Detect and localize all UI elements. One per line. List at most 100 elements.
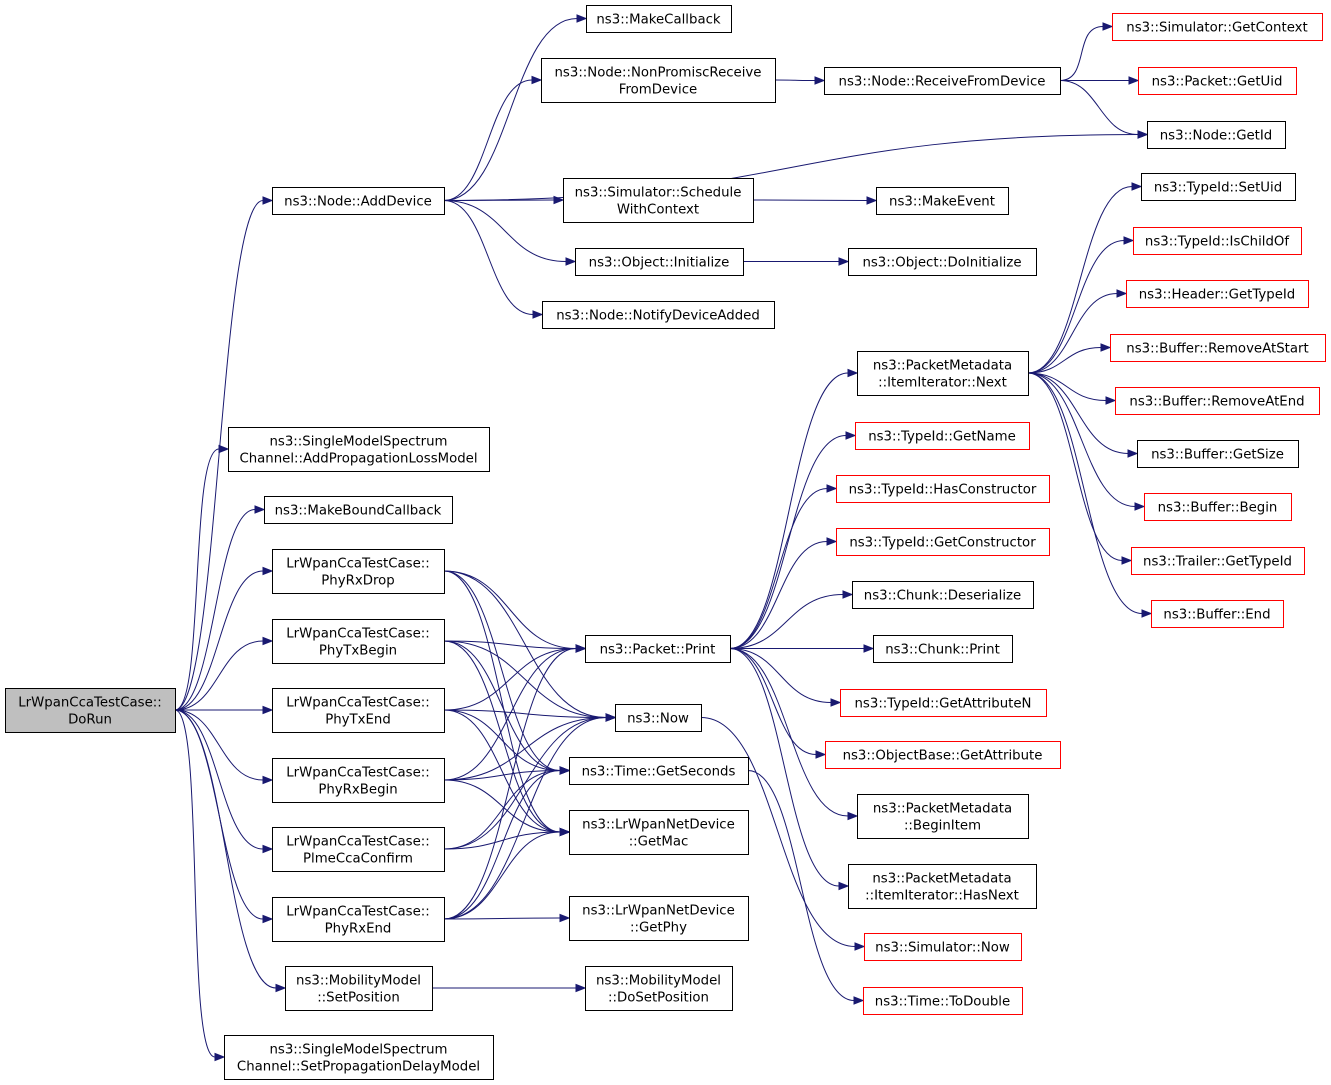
- arrowhead-icon: [565, 257, 577, 266]
- node-receivefromdevice[interactable]: ns3::Node::ReceiveFromDevice: [824, 67, 1061, 95]
- node-bufferbegin[interactable]: ns3::Buffer::Begin: [1144, 493, 1292, 521]
- node-pmbeginitem[interactable]: ns3::PacketMetadata::BeginItem: [857, 794, 1029, 839]
- node-label: ns3::TypeId::GetAttributeN: [855, 697, 1032, 712]
- node-chunkdeser[interactable]: ns3::Chunk::Deserialize: [852, 581, 1034, 609]
- node-removeatend[interactable]: ns3::Buffer::RemoveAtEnd: [1115, 387, 1320, 415]
- node-label: DoRun: [68, 713, 112, 728]
- node-simnow[interactable]: ns3::Simulator::Now: [864, 933, 1022, 961]
- node-plmecca[interactable]: LrWpanCcaTestCase::PlmeCcaConfirm: [272, 827, 445, 872]
- call-edge-phyrxend-to-getphy: [443, 913, 571, 923]
- call-edge-adddevice-to-nodegetid: [443, 130, 1149, 201]
- call-edge-dorun-to-phyrxend: [174, 709, 274, 924]
- node-packetgetuid[interactable]: ns3::Packet::GetUid: [1138, 67, 1297, 95]
- arrowhead-icon: [262, 775, 274, 785]
- edge-line: [174, 709, 264, 781]
- node-phyrxend[interactable]: LrWpanCcaTestCase::PhyRxEnd: [272, 897, 445, 942]
- node-box: [585, 966, 733, 1011]
- node-box: [224, 1035, 494, 1080]
- edge-line: [729, 648, 817, 755]
- arrowhead-icon: [1123, 236, 1135, 245]
- node-todouble[interactable]: ns3::Time::ToDouble: [863, 987, 1023, 1015]
- arrowhead-icon: [826, 537, 838, 546]
- call-edge-packetprint-to-getconstructor: [729, 537, 838, 649]
- node-box: [569, 896, 749, 941]
- arrowhead-icon: [262, 705, 274, 715]
- node-notifydeviceadded[interactable]: ns3::Node::NotifyDeviceAdded: [542, 301, 775, 329]
- node-objinitialize[interactable]: ns3::Object::Initialize: [575, 248, 744, 276]
- node-getmac[interactable]: ns3::LrWpanNetDevice::GetMac: [569, 810, 749, 855]
- node-makeboundcallback[interactable]: ns3::MakeBoundCallback: [264, 496, 453, 524]
- arrowhead-icon: [262, 566, 274, 576]
- call-edge-packetprint-to-objbasegetattr: [729, 648, 827, 759]
- node-box: [228, 427, 490, 472]
- node-ischildof[interactable]: ns3::TypeId::IsChildOf: [1133, 227, 1302, 255]
- node-now[interactable]: ns3::Now: [615, 704, 702, 732]
- node-setuid[interactable]: ns3::TypeId::SetUid: [1141, 173, 1296, 201]
- edge-line: [1027, 186, 1133, 374]
- node-dosetposition[interactable]: ns3::MobilityModel::DoSetPosition: [585, 966, 733, 1011]
- node-objdoinitialize[interactable]: ns3::Object::DoInitialize: [848, 248, 1037, 276]
- node-buffergetsize[interactable]: ns3::Buffer::GetSize: [1137, 440, 1299, 468]
- node-box: [836, 528, 1050, 556]
- edge-line: [174, 709, 277, 989]
- node-phytxend[interactable]: LrWpanCcaTestCase::PhyTxEnd: [272, 688, 445, 733]
- node-getconstructor[interactable]: ns3::TypeId::GetConstructor: [836, 528, 1050, 556]
- node-pmhasnext[interactable]: ns3::PacketMetadata::ItemIterator::HasNe…: [848, 864, 1037, 909]
- node-removeatstart[interactable]: ns3::Buffer::RemoveAtStart: [1110, 334, 1326, 362]
- node-objbasegetattr[interactable]: ns3::ObjectBase::GetAttribute: [825, 741, 1061, 769]
- node-getphy[interactable]: ns3::LrWpanNetDevice::GetPhy: [569, 896, 749, 941]
- node-setposition[interactable]: ns3::MobilityModel::SetPosition: [285, 966, 433, 1011]
- node-label: PhyRxDrop: [321, 574, 394, 589]
- node-label: ns3::MakeBoundCallback: [275, 504, 442, 519]
- node-phyrxdrop[interactable]: LrWpanCcaTestCase::PhyRxDrop: [272, 549, 445, 594]
- edge-line: [443, 709, 607, 718]
- arrowhead-icon: [575, 983, 587, 993]
- arrowhead-icon: [814, 76, 826, 85]
- node-getattrn[interactable]: ns3::TypeId::GetAttributeN: [840, 689, 1047, 717]
- node-simgetcontext[interactable]: ns3::Simulator::GetContext: [1112, 13, 1323, 41]
- call-edge-phyrxend-to-packetprint: [443, 644, 587, 920]
- node-adddevice[interactable]: ns3::Node::AddDevice: [272, 187, 445, 215]
- node-box: [855, 422, 1030, 450]
- node-trailergettypeid[interactable]: ns3::Trailer::GetTypeId: [1131, 547, 1305, 575]
- node-makeevent[interactable]: ns3::MakeEvent: [876, 187, 1009, 215]
- node-headergettypeid[interactable]: ns3::Header::GetTypeId: [1126, 280, 1309, 308]
- node-packetprint[interactable]: ns3::Packet::Print: [585, 635, 731, 663]
- edge-line: [700, 717, 856, 947]
- edge-line: [443, 79, 533, 201]
- node-box: [272, 619, 445, 664]
- edge-line: [174, 640, 264, 711]
- arrowhead-icon: [214, 1052, 226, 1062]
- node-pmnext[interactable]: ns3::PacketMetadata::ItemIterator::Next: [857, 351, 1029, 396]
- node-label: FromDevice: [619, 83, 697, 98]
- node-setpropdelay[interactable]: ns3::SingleModelSpectrumChannel::SetProp…: [224, 1035, 494, 1080]
- call-edge-getseconds-to-todouble: [747, 770, 865, 1005]
- node-phytxbegin[interactable]: LrWpanCcaTestCase::PhyTxBegin: [272, 619, 445, 664]
- node-phyrxbegin[interactable]: LrWpanCcaTestCase::PhyRxBegin: [272, 758, 445, 803]
- arrowhead-icon: [262, 844, 274, 854]
- node-nodegetid[interactable]: ns3::Node::GetId: [1147, 121, 1286, 149]
- node-typeidgetname[interactable]: ns3::TypeId::GetName: [855, 422, 1030, 450]
- node-dorun[interactable]: LrWpanCcaTestCase::DoRun: [5, 688, 176, 733]
- call-edge-schedwithctx-to-makeevent: [752, 196, 878, 205]
- node-getseconds[interactable]: ns3::Time::GetSeconds: [569, 757, 749, 785]
- node-chunkprint[interactable]: ns3::Chunk::Print: [873, 635, 1013, 663]
- node-box: [272, 827, 445, 872]
- node-label: ns3::Buffer::Begin: [1158, 501, 1278, 516]
- node-makecallback[interactable]: ns3::MakeCallback: [586, 5, 732, 33]
- node-box: [586, 5, 732, 33]
- call-edge-dorun-to-setposition: [174, 709, 287, 993]
- node-addproploss[interactable]: ns3::SingleModelSpectrumChannel::AddProp…: [228, 427, 490, 472]
- call-edge-adddevice-to-makecallback: [443, 14, 588, 201]
- node-bufferend[interactable]: ns3::Buffer::End: [1151, 600, 1284, 628]
- node-label: PhyTxBegin: [319, 644, 397, 659]
- node-hasconstructor[interactable]: ns3::TypeId::HasConstructor: [836, 475, 1050, 503]
- node-label: ns3::Header::GetTypeId: [1139, 288, 1296, 303]
- arrowhead-icon: [838, 257, 850, 266]
- arrowhead-icon: [262, 636, 274, 646]
- edge-line: [443, 648, 577, 781]
- node-box: [1141, 173, 1296, 201]
- node-box: [272, 549, 445, 594]
